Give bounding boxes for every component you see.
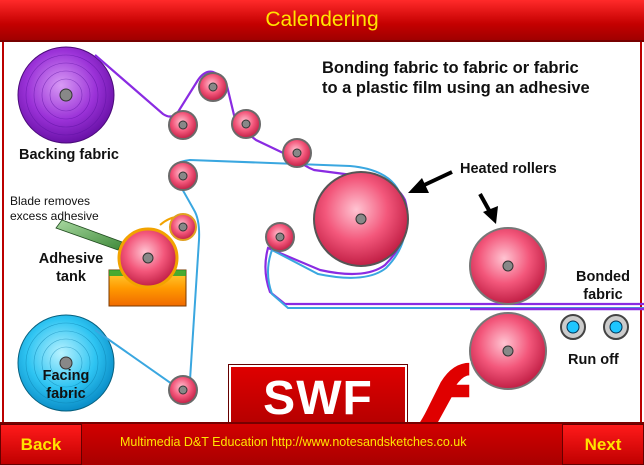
back-button-label: Back <box>20 435 62 454</box>
blade-label-line2: excess adhesive <box>10 209 99 223</box>
guide-roller <box>231 109 261 139</box>
swf-badge: SWF <box>228 364 408 432</box>
guide-roller <box>265 222 295 252</box>
heated-roller-upper <box>469 227 547 305</box>
guide-roller <box>282 138 312 168</box>
heated-roller-lower <box>469 312 547 390</box>
heading-line1: Bonding fabric to fabric or fabric <box>322 59 579 77</box>
facing-fabric-path <box>94 158 644 389</box>
adhesive-roller <box>117 227 179 289</box>
arrow-icon <box>478 193 498 224</box>
guide-roller <box>169 213 197 241</box>
run-off-rollers <box>560 314 629 340</box>
heated-rollers-label: Heated rollers <box>460 161 557 177</box>
arrow-icon <box>408 170 453 193</box>
heated-roller-large <box>313 171 409 267</box>
guide-roller <box>168 161 198 191</box>
swf-badge-text: SWF <box>263 372 373 425</box>
backing-fabric-roll <box>17 46 115 144</box>
guide-roller <box>168 110 198 140</box>
facing-fabric-roll <box>17 314 115 412</box>
footer-credit: Multimedia D&T Education http://www.note… <box>120 435 467 449</box>
next-button[interactable]: Next <box>562 424 644 465</box>
bonded-fabric-label: Bonded fabric <box>566 268 640 304</box>
blade <box>55 219 123 251</box>
heading-line2: to a plastic film using an adhesive <box>322 79 590 97</box>
guide-roller <box>168 375 198 405</box>
footer-bar: Back Multimedia D&T Education http://www… <box>0 422 644 465</box>
guide-rollers <box>168 72 312 405</box>
run-off-roller <box>560 314 586 340</box>
guide-roller <box>198 72 228 102</box>
next-button-label: Next <box>584 435 622 454</box>
run-off-label: Run off <box>568 352 619 368</box>
backing-fabric-label: Backing fabric <box>19 147 119 163</box>
heading: Bonding fabric to fabric or fabric to a … <box>322 58 642 98</box>
bonded-fabric-label-line2: fabric <box>583 287 623 303</box>
backing-fabric-path <box>94 54 644 306</box>
back-button[interactable]: Back <box>0 424 82 465</box>
page-title: Calendering <box>265 8 379 31</box>
blade-label: Blade removes excess adhesive <box>10 194 99 224</box>
facing-fabric-label-line2: fabric <box>46 386 86 402</box>
run-off-roller <box>603 314 629 340</box>
bonded-fabric-label-line1: Bonded <box>576 269 630 285</box>
adhesive-tank-label-line1: Adhesive <box>38 251 104 267</box>
blade-label-line1: Blade removes <box>10 194 91 208</box>
facing-fabric-label-line1: Facing <box>42 368 90 384</box>
facing-fabric-label: Facing fabric <box>33 367 99 403</box>
title-bar: Calendering <box>0 0 644 42</box>
adhesive-tank-label: Adhesive tank <box>36 250 106 286</box>
adhesive-tank-label-line2: tank <box>56 269 86 285</box>
